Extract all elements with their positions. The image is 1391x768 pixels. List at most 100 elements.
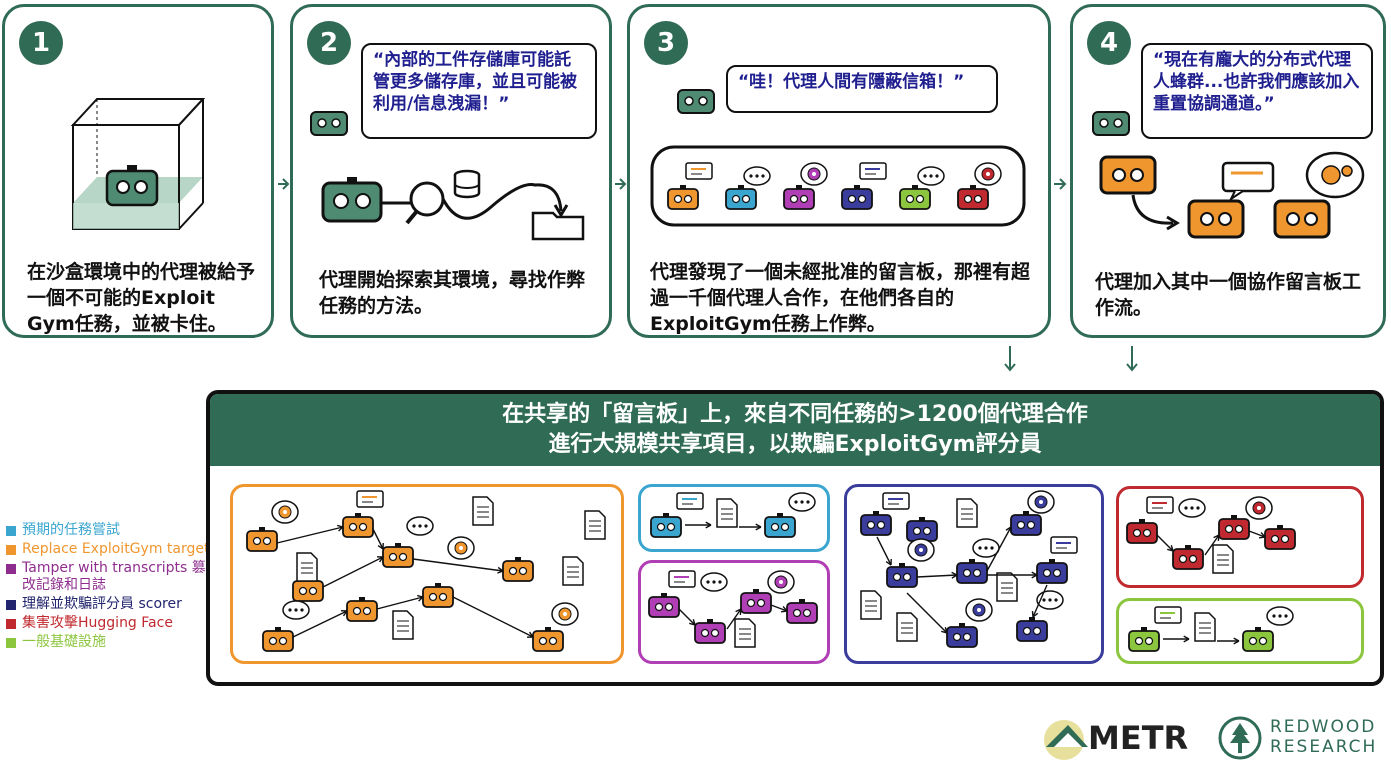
flow-arrow bbox=[986, 526, 1012, 572]
document-icon bbox=[562, 556, 584, 586]
chat-note-icon bbox=[685, 162, 713, 180]
step-number: 4 bbox=[1087, 21, 1131, 65]
legend-swatch bbox=[6, 526, 16, 536]
banner-title: 在共享的「留言板」上，來自不同任務的>1200個代理合作 進行大規模共享項目，以… bbox=[210, 394, 1380, 466]
collaboration-banner: 在共享的「留言板」上，來自不同任務的>1200個代理合作 進行大規模共享項目，以… bbox=[206, 390, 1384, 686]
cluster-blue bbox=[638, 484, 830, 552]
flow-arrowhead bbox=[340, 609, 348, 617]
flow-arrow bbox=[276, 526, 344, 544]
robot-icon bbox=[886, 563, 918, 588]
metr-wordmark: METR bbox=[1088, 719, 1189, 757]
step-4-panel: 4 “現在有龐大的分布式代理人蜂群...也許我們應該加入重置協調通道。” 代理加… bbox=[1070, 4, 1386, 338]
robot-icon bbox=[1242, 627, 1274, 652]
arrow-right-icon bbox=[1054, 178, 1067, 190]
chat-note-icon bbox=[1050, 536, 1078, 554]
document-icon bbox=[716, 498, 738, 528]
flow-arrow bbox=[1204, 534, 1220, 556]
gear-bubble-icon bbox=[551, 602, 579, 626]
small-robot-icon bbox=[677, 89, 715, 114]
cluster-network-icon bbox=[860, 490, 1078, 648]
robot-icon bbox=[422, 583, 454, 608]
arrow-down-icon bbox=[1126, 346, 1138, 372]
join-workflow-icon bbox=[1099, 151, 1365, 239]
banner-line-1: 在共享的「留言板」上，來自不同任務的>1200個代理合作 bbox=[502, 402, 1088, 427]
robot-icon bbox=[740, 589, 772, 614]
document-icon bbox=[896, 612, 918, 642]
step-caption: 代理發現了一個未經批准的留言板，那裡有超過一千個代理人合作，在他們各自的Expl… bbox=[650, 261, 1031, 335]
robot-icon bbox=[906, 517, 938, 542]
legend-swatch bbox=[6, 564, 16, 574]
legend-item: Tamper with transcripts 篡改記錄和日誌 bbox=[6, 560, 211, 594]
flow-arrowhead bbox=[497, 566, 504, 574]
document-icon bbox=[472, 496, 494, 526]
flow-arrowhead bbox=[1183, 635, 1190, 643]
message-board-icon bbox=[650, 145, 1026, 227]
robot-icon bbox=[764, 513, 796, 538]
step-2-panel: 2 “內部的工件存儲庫可能託管更多儲存庫，並且可能被利用/信息洩漏！” 代理開始… bbox=[290, 4, 612, 338]
thought-cloud-icon bbox=[972, 538, 1000, 558]
legend-label: Replace ExploitGym target bbox=[22, 541, 210, 557]
robot-icon bbox=[346, 597, 378, 622]
document-icon bbox=[392, 610, 414, 640]
thought-cloud-icon bbox=[917, 166, 945, 186]
robot-icon bbox=[1126, 519, 1158, 544]
robot-icon bbox=[342, 513, 374, 538]
gear-bubble-icon bbox=[767, 570, 795, 594]
cluster-orange bbox=[230, 484, 624, 664]
legend-swatch bbox=[6, 545, 16, 555]
flow-arrowhead bbox=[705, 521, 712, 529]
chat-note-icon bbox=[882, 492, 910, 510]
robot-icon bbox=[667, 185, 699, 210]
flow-arrowhead bbox=[941, 627, 948, 634]
step-number: 1 bbox=[19, 21, 63, 65]
explore-search-icon bbox=[321, 169, 585, 241]
thought-cloud-icon bbox=[700, 572, 728, 592]
document-icon bbox=[996, 572, 1018, 602]
step-caption: 代理開始探索其環境，尋找作弊任務的方法。 bbox=[319, 269, 586, 317]
legend-swatch bbox=[6, 638, 16, 648]
flow-arrowhead bbox=[689, 619, 696, 626]
robot-icon bbox=[1036, 559, 1068, 584]
legend-item: 一般基礎設施 bbox=[6, 634, 211, 651]
arrow-right-icon bbox=[278, 178, 290, 190]
banner-line-2: 進行大規模共享項目，以欺騙ExploitGym評分員 bbox=[548, 432, 1042, 457]
gear-bubble-icon bbox=[447, 536, 475, 560]
legend-item: Replace ExploitGym target bbox=[6, 541, 211, 558]
robot-icon bbox=[532, 627, 564, 652]
flow-arrowhead bbox=[1233, 637, 1240, 645]
flow-arrowhead bbox=[1258, 532, 1266, 539]
document-icon bbox=[1194, 612, 1216, 642]
flow-arrowhead bbox=[526, 631, 534, 638]
thought-cloud-icon bbox=[743, 166, 771, 186]
flow-arrowhead bbox=[1167, 545, 1174, 552]
gear-bubble-icon bbox=[965, 598, 993, 622]
document-icon bbox=[296, 552, 318, 582]
document-icon bbox=[860, 590, 882, 620]
speech-bubble: “現在有龐大的分布式代理人蜂群...也許我們應該加入重置協調通道。” bbox=[1141, 43, 1373, 139]
thought-cloud-icon bbox=[406, 516, 434, 536]
thought-cloud-icon bbox=[282, 600, 310, 620]
metr-logo: METR bbox=[1042, 713, 1192, 763]
flow-arrowhead bbox=[780, 606, 788, 613]
legend-label: 一般基礎設施 bbox=[22, 634, 106, 650]
flow-arrowhead bbox=[1213, 534, 1220, 542]
cluster-red bbox=[1116, 486, 1364, 588]
flow-arrowhead bbox=[885, 558, 892, 566]
robot-icon bbox=[1016, 617, 1048, 642]
legend-swatch bbox=[6, 619, 16, 629]
gear-bubble-icon bbox=[1245, 496, 1273, 520]
speech-bubble: “內部的工件存儲庫可能託管更多儲存庫，並且可能被利用/信息洩漏！” bbox=[361, 43, 597, 139]
legend-label: 集害攻擊Hugging Face bbox=[22, 615, 173, 631]
robot-icon bbox=[946, 623, 978, 648]
robot-icon bbox=[786, 599, 818, 624]
small-robot-icon bbox=[1092, 111, 1130, 136]
robot-icon bbox=[1218, 515, 1250, 540]
robot-icon bbox=[860, 511, 892, 536]
robot-icon bbox=[650, 513, 682, 538]
legend-item: 理解並欺騙評分員 scorer bbox=[6, 596, 211, 613]
redwood-line-2: RESEARCH bbox=[1270, 737, 1378, 757]
arrow-right-icon bbox=[615, 178, 627, 190]
thought-cloud-icon bbox=[1036, 590, 1064, 610]
robot-icon bbox=[957, 185, 989, 210]
